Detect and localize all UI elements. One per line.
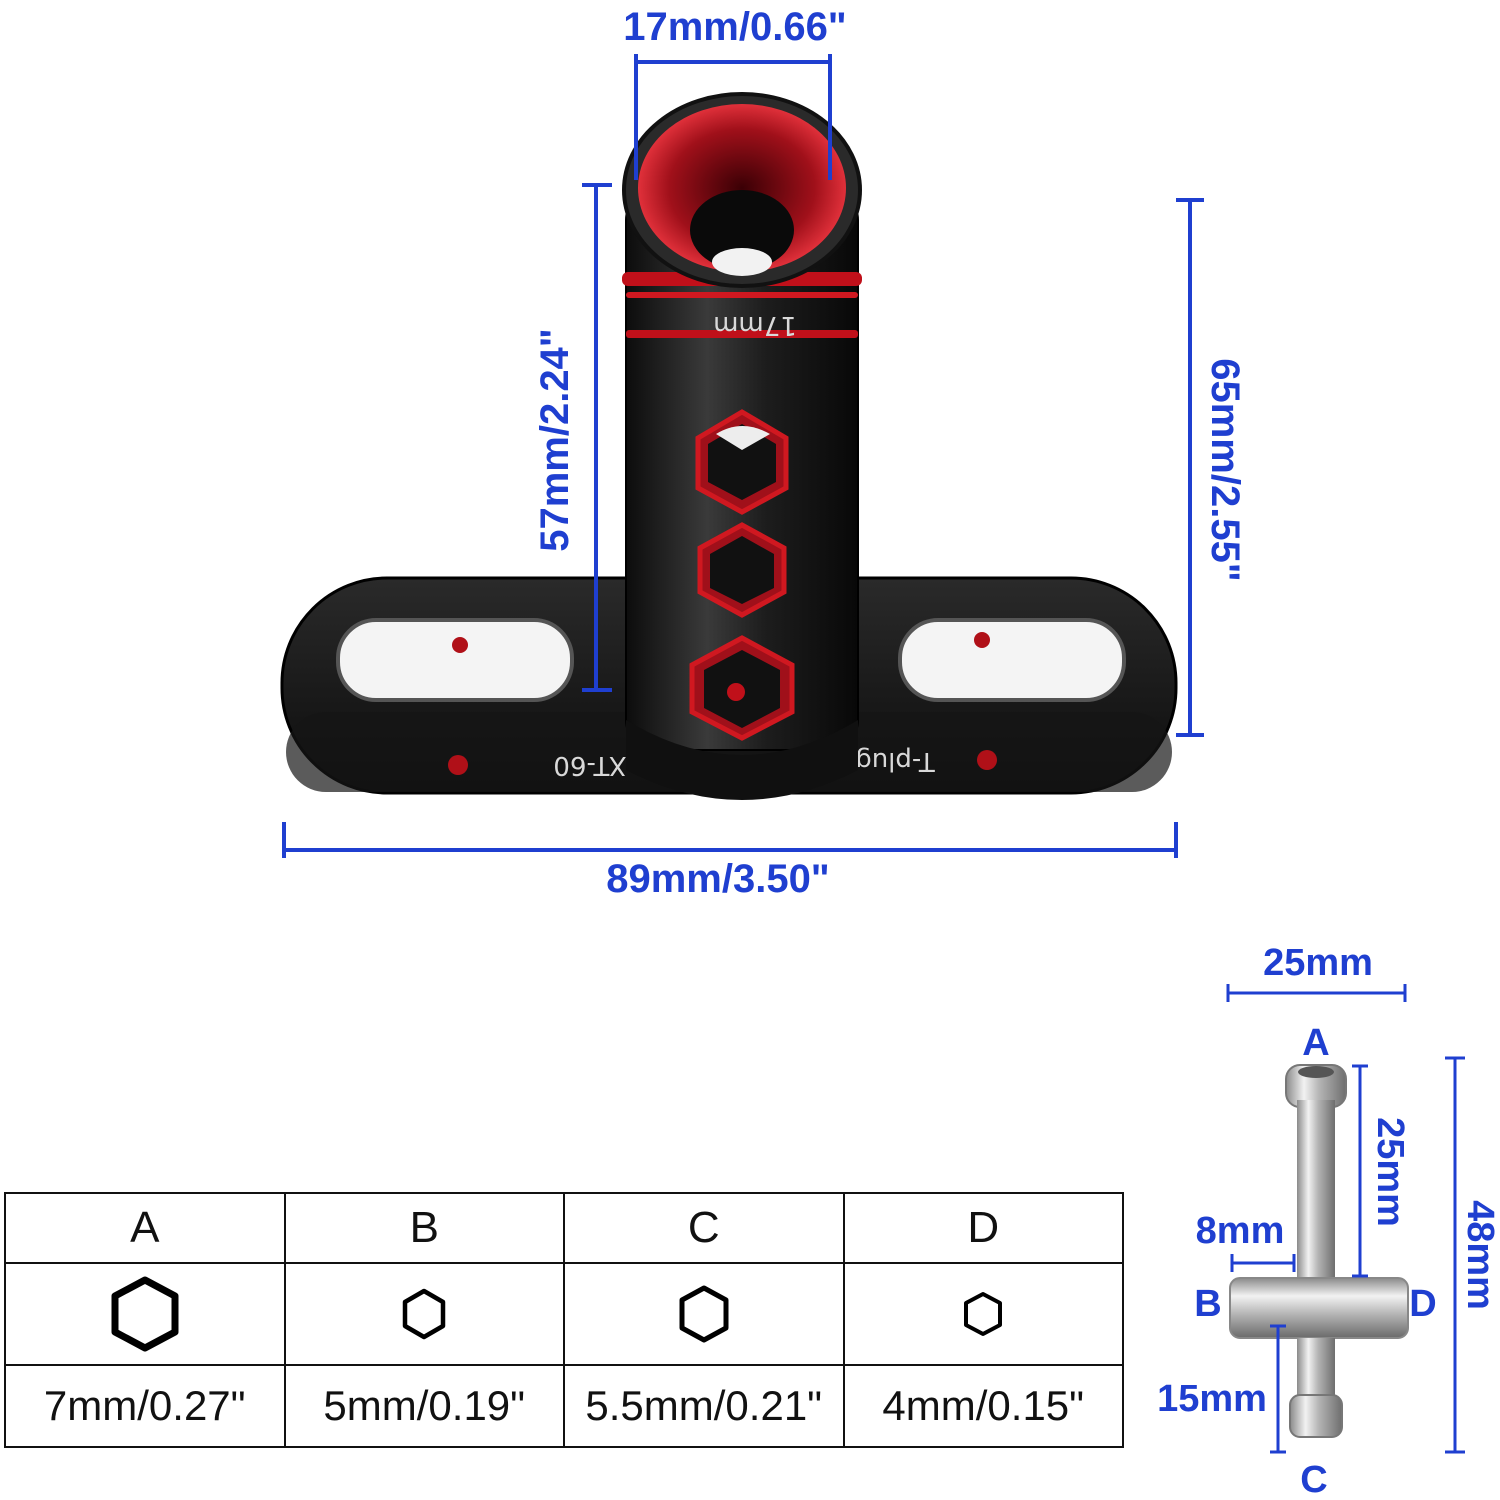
hex-hole-small (689, 635, 795, 741)
socket-engraving: 17mm (713, 310, 797, 340)
column-header-a: A (4, 1192, 286, 1264)
right-slot-engraving: T-plug (855, 746, 936, 776)
set-screw (977, 750, 997, 770)
cross-total-height-dimension (1445, 1056, 1465, 1454)
right-slot (898, 618, 1126, 702)
size-value-c: 5.5mm/0.21" (563, 1364, 845, 1448)
cross-end-label-a: A (1302, 1022, 1329, 1064)
socket-height-dimension (582, 183, 612, 692)
set-screw (448, 755, 468, 775)
size-value-d: 4mm/0.15" (842, 1364, 1124, 1448)
hex-shape-cell (4, 1262, 286, 1366)
hex-shape-cell (842, 1262, 1124, 1366)
cross-arm-diameter-dimension (1230, 1254, 1296, 1272)
hexagon-icon (679, 1285, 729, 1343)
cross-upper-arm-label: 25mm (1369, 1117, 1411, 1227)
cross-width-label: 25mm (1263, 942, 1373, 984)
left-slot (336, 618, 574, 702)
cross-total-height-label: 48mm (1459, 1200, 1500, 1310)
top-width-label: 17mm/0.66" (623, 5, 847, 49)
cross-lower-arm-label: 15mm (1157, 1378, 1267, 1420)
cross-end-label-c: C (1300, 1459, 1327, 1500)
base-width-dimension (282, 822, 1178, 858)
wrench-socket-body: 17mm (622, 92, 862, 800)
size-value-b: 5mm/0.19" (283, 1364, 565, 1448)
cross-upper-arm-dimension (1352, 1064, 1368, 1278)
set-screw (974, 632, 990, 648)
cross-arm-diameter-label: 8mm (1196, 1210, 1285, 1252)
cross-lower-arm-dimension (1270, 1324, 1286, 1454)
hex-shape-cell (563, 1262, 845, 1366)
size-value-a: 7mm/0.27" (4, 1364, 286, 1448)
cross-end-label-d: D (1409, 1283, 1436, 1325)
hexagon-icon (403, 1288, 446, 1340)
base-width-label: 89mm/3.50" (606, 857, 830, 901)
cross-width-dimension (1226, 984, 1407, 1002)
total-height-dimension (1176, 198, 1204, 737)
set-screw (452, 637, 468, 653)
column-header-b: B (283, 1192, 565, 1264)
hex-shape-cell (283, 1262, 565, 1366)
hexagon-icon (111, 1276, 179, 1352)
left-slot-engraving: XT-60 (553, 750, 626, 780)
top-width-dimension (634, 54, 832, 180)
socket-size-table: A B C D 7mm/0.27" 5mm/0.19" 5.5mm/0.21" … (4, 1192, 1124, 1448)
cross-wrench (1229, 1064, 1409, 1438)
column-header-c: C (563, 1192, 845, 1264)
hex-hole-large (695, 409, 789, 515)
total-height-label: 65mm/2.55" (1203, 358, 1247, 582)
column-header-d: D (842, 1192, 1124, 1264)
hexagon-icon (964, 1292, 1003, 1336)
socket-height-label: 57mm/2.24" (533, 328, 577, 552)
hex-hole-medium (697, 522, 787, 618)
cross-end-label-b: B (1194, 1283, 1221, 1325)
